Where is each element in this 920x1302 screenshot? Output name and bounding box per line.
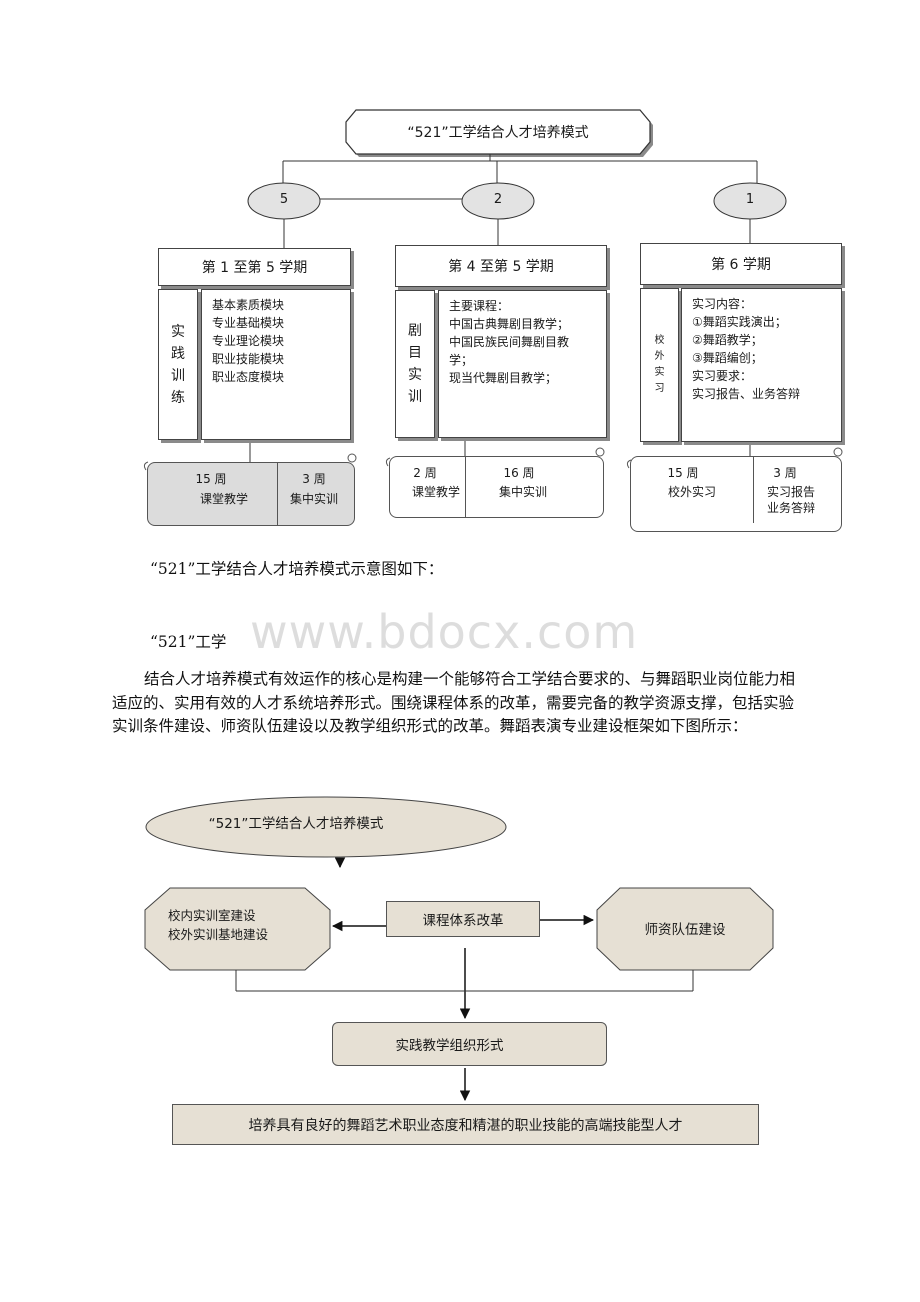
col1-scroll-divider: [277, 463, 278, 525]
col3-scroll-divider: [753, 457, 754, 523]
middle-node-practice: 实践教学组织形式: [332, 1022, 607, 1066]
center-node-course-reform: 课程体系改革: [386, 901, 540, 937]
list-item: 中国古典舞剧目教学；: [449, 317, 570, 331]
col2-scroll: [389, 456, 604, 518]
col2-left-weeks: 2 周: [413, 466, 437, 480]
node-5-number: 5: [279, 192, 289, 207]
col3-left-weeks: 15 周: [667, 466, 699, 480]
title-octagon: [345, 109, 651, 155]
col2-scroll-divider: [465, 457, 466, 517]
col2-left-label: 课堂教学: [411, 485, 460, 499]
watermark: www.bdocx.com: [250, 605, 639, 659]
list-item: 专业基础模块: [212, 316, 285, 330]
col1-side-label: 实 践 训 练: [158, 289, 198, 440]
right-octagon: [596, 887, 774, 971]
list-item: 职业态度模块: [212, 370, 285, 384]
section-heading: “521”工学: [150, 633, 227, 651]
col2-side-label: 剧 目 实 训: [395, 290, 435, 438]
right-octagon-label: 师资队伍建设: [644, 922, 726, 938]
list-item: 现当代舞剧目教学；: [449, 371, 558, 385]
col1-item-list: 基本素质模块 专业基础模块 专业理论模块 职业技能模块 职业态度模块: [201, 289, 351, 440]
list-item: 实习报告、业务答辩: [692, 387, 801, 401]
col1-left-label: 课堂教学: [199, 492, 248, 506]
body-paragraph: 结合人才培养模式有效运作的核心是构建一个能够符合工学结合要求的、与舞蹈职业岗位能…: [112, 670, 796, 735]
left-octagon: [144, 887, 331, 971]
col1-right-label: 集中实训: [289, 492, 338, 506]
col3-right-label2: 业务答辩: [766, 501, 815, 515]
col2-right-label: 集中实训: [498, 485, 547, 499]
figure-caption: “521”工学结合人才培养模式示意图如下：: [150, 560, 444, 578]
top-ellipse-label: “521”工学结合人才培养模式: [208, 816, 384, 832]
col3-period-header: 第 6 学期: [640, 243, 842, 285]
list-item: 专业理论模块: [212, 334, 285, 348]
top-ellipse: [145, 796, 507, 858]
list-item: 学；: [449, 353, 474, 367]
col3-side-label: 校 外 实 习: [640, 288, 679, 442]
col2-right-weeks: 16 周: [503, 466, 535, 480]
col1-left-weeks: 15 周: [195, 472, 227, 486]
col3-item-list: 实习内容： ①舞蹈实践演出； ②舞蹈教学； ③舞蹈编创； 实习要求： 实习报告、…: [681, 288, 842, 442]
list-item: 基本素质模块: [212, 298, 285, 312]
col1-right-weeks: 3 周: [302, 472, 326, 486]
col3-left-label: 校外实习: [667, 485, 716, 499]
col3-scroll: [630, 456, 842, 532]
list-item: 职业技能模块: [212, 352, 285, 366]
diagram1-title: “521”工学结合人才培养模式: [407, 125, 589, 141]
left-octagon-label: 校内实训室建设 校外实训基地建设: [168, 908, 269, 942]
col2-period-header: 第 4 至第 5 学期: [395, 245, 607, 287]
list-item: 主要课程：: [449, 299, 510, 313]
list-item: 中国民族民间舞剧目教: [449, 335, 570, 349]
list-item: 实习内容：: [692, 297, 753, 311]
list-item: ③舞蹈编创；: [692, 351, 763, 365]
list-item: ②舞蹈教学；: [692, 333, 763, 347]
list-item: 实习要求：: [692, 369, 753, 383]
node-1-number: 1: [745, 192, 755, 207]
col1-period-header: 第 1 至第 5 学期: [158, 248, 351, 286]
col2-item-list: 主要课程： 中国古典舞剧目教学； 中国民族民间舞剧目教 学； 现当代舞剧目教学；: [438, 290, 607, 438]
bottom-node-goal: 培养具有良好的舞蹈艺术职业态度和精湛的职业技能的高端技能型人才: [172, 1104, 759, 1145]
node-2-number: 2: [493, 192, 503, 207]
col3-right-label: 实习报告: [766, 485, 815, 499]
col3-right-weeks: 3 周: [773, 466, 797, 480]
col1-scroll: [147, 462, 355, 526]
list-item: ①舞蹈实践演出；: [692, 315, 787, 329]
